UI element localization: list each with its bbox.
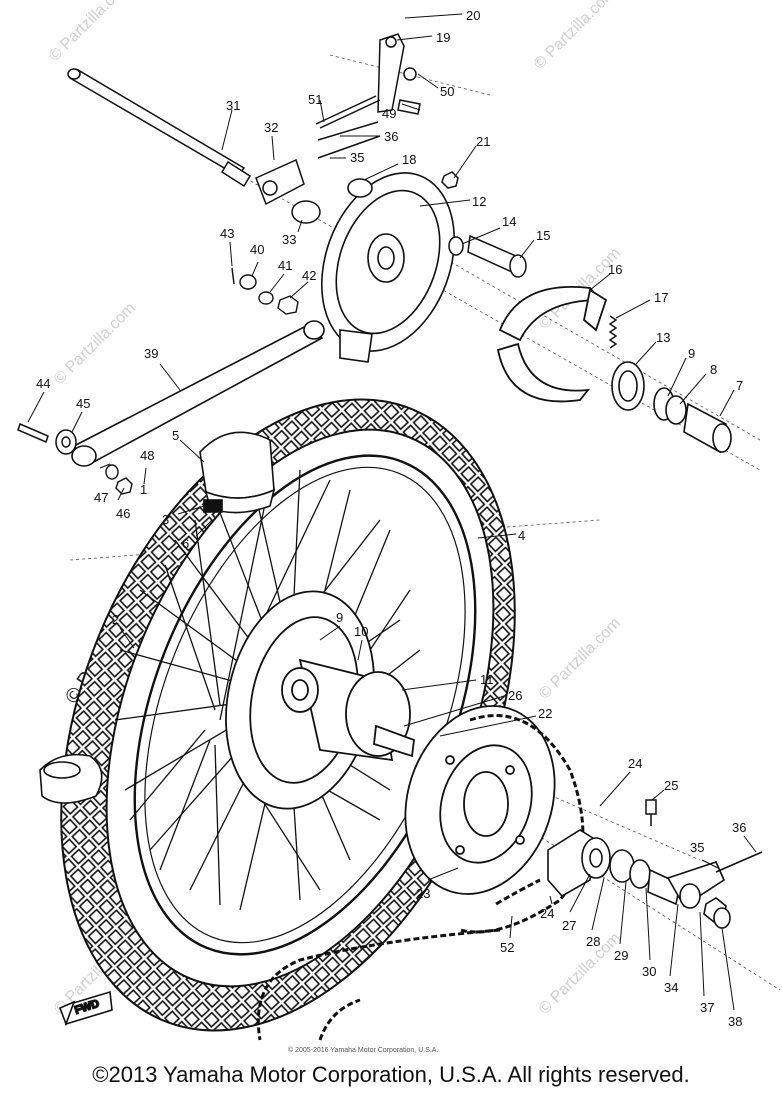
callout-45: 45: [76, 396, 90, 411]
callout-48: 48: [140, 448, 154, 463]
callout-22: 22: [538, 706, 552, 721]
callout-51: 51: [308, 92, 322, 107]
callout-31: 31: [226, 98, 240, 113]
callout-5: 5: [172, 428, 179, 443]
callout-27: 27: [562, 918, 576, 933]
callout-24-bottom: 24: [540, 906, 554, 921]
callout-39: 39: [144, 346, 158, 361]
callout-36-right: 36: [732, 820, 746, 835]
rear-hub: [225, 590, 415, 810]
rod-nut: [105, 464, 133, 495]
watermark-text: © Partzilla.com: [531, 0, 619, 73]
axle-right-side-parts: [581, 837, 763, 929]
callout-4: 4: [518, 528, 525, 543]
callout-47: 47: [94, 490, 108, 505]
callout-10: 10: [354, 624, 368, 639]
callout-20: 20: [466, 8, 480, 23]
forward-arrow-icon: FWD: [58, 990, 113, 1027]
axle: [67, 68, 252, 188]
callout-40: 40: [250, 242, 264, 257]
watermark-text: © Partzilla.com: [536, 615, 624, 703]
callout-12: 12: [472, 194, 486, 209]
callout-labels: 20 19 50 49 51 31 32 36 35 18 21 12 14 1…: [36, 8, 746, 1029]
callout-37: 37: [700, 1000, 714, 1015]
callout-25: 25: [664, 778, 678, 793]
watermark-text: © Partzilla.com: [51, 300, 139, 388]
rear-sprocket: [404, 705, 556, 895]
callout-8: 8: [710, 362, 717, 377]
callout-21: 21: [476, 134, 490, 149]
torque-bar-parts: [255, 121, 381, 224]
callout-23: 23: [416, 886, 430, 901]
callout-35: 35: [350, 150, 364, 165]
callout-50: 50: [440, 84, 454, 99]
callout-18: 18: [402, 152, 416, 167]
callout-9: 9: [688, 346, 695, 361]
brake-cam-lever: [315, 33, 421, 129]
callout-44: 44: [36, 376, 50, 391]
callout-46: 46: [116, 506, 130, 521]
callout-52: 52: [500, 940, 514, 955]
brake-spring: [608, 315, 618, 349]
callout-1: 1: [140, 482, 147, 497]
callout-13: 13: [656, 330, 670, 345]
callout-43: 43: [220, 226, 234, 241]
callout-2: 2: [112, 612, 119, 627]
callout-35-right: 35: [690, 840, 704, 855]
nut: [441, 171, 459, 189]
brake-shoes: [496, 286, 608, 403]
chain-guard-block: [199, 431, 276, 514]
callout-3: 3: [162, 512, 169, 527]
callout-49: 49: [382, 106, 396, 121]
callout-41: 41: [278, 258, 292, 273]
callout-34: 34: [664, 980, 678, 995]
callout-33: 33: [282, 232, 296, 247]
leader-lines: [27, 13, 757, 1011]
callout-17: 17: [654, 290, 668, 305]
watermark-text: © Partzilla.com: [536, 930, 624, 1018]
callout-11: 11: [480, 672, 494, 687]
callout-30: 30: [642, 964, 656, 979]
tire-section-end: [39, 753, 103, 804]
callout-28: 28: [586, 934, 600, 949]
callout-36: 36: [384, 129, 398, 144]
callout-7: 7: [736, 378, 743, 393]
callout-15: 15: [536, 228, 550, 243]
callout-19: 19: [436, 30, 450, 45]
hub-seal-and-spacers: [611, 361, 732, 454]
callout-24-top: 24: [628, 756, 642, 771]
callout-29: 29: [614, 948, 628, 963]
sprocket-bolt: [645, 799, 657, 826]
callout-14: 14: [502, 214, 516, 229]
callout-32: 32: [264, 120, 278, 135]
collar-parts: [448, 234, 527, 278]
footer-copyright: ©2013 Yamaha Motor Corporation, U.S.A. A…: [92, 1062, 690, 1087]
callout-6: 6: [182, 536, 189, 551]
small-copyright: © 2005-2016 Yamaha Motor Corporation, U.…: [288, 1046, 438, 1054]
watermark-text: © Partzilla.com: [46, 0, 134, 65]
callout-16: 16: [608, 262, 622, 277]
callout-38: 38: [728, 1014, 742, 1029]
callout-42: 42: [302, 268, 316, 283]
small-hardware: [231, 267, 299, 315]
torque-rod: [71, 320, 325, 467]
callout-9-hub: 9: [336, 610, 343, 625]
callout-26: 26: [508, 688, 522, 703]
brake-shoe-plate: [320, 172, 456, 363]
rod-bolt: [17, 422, 77, 455]
